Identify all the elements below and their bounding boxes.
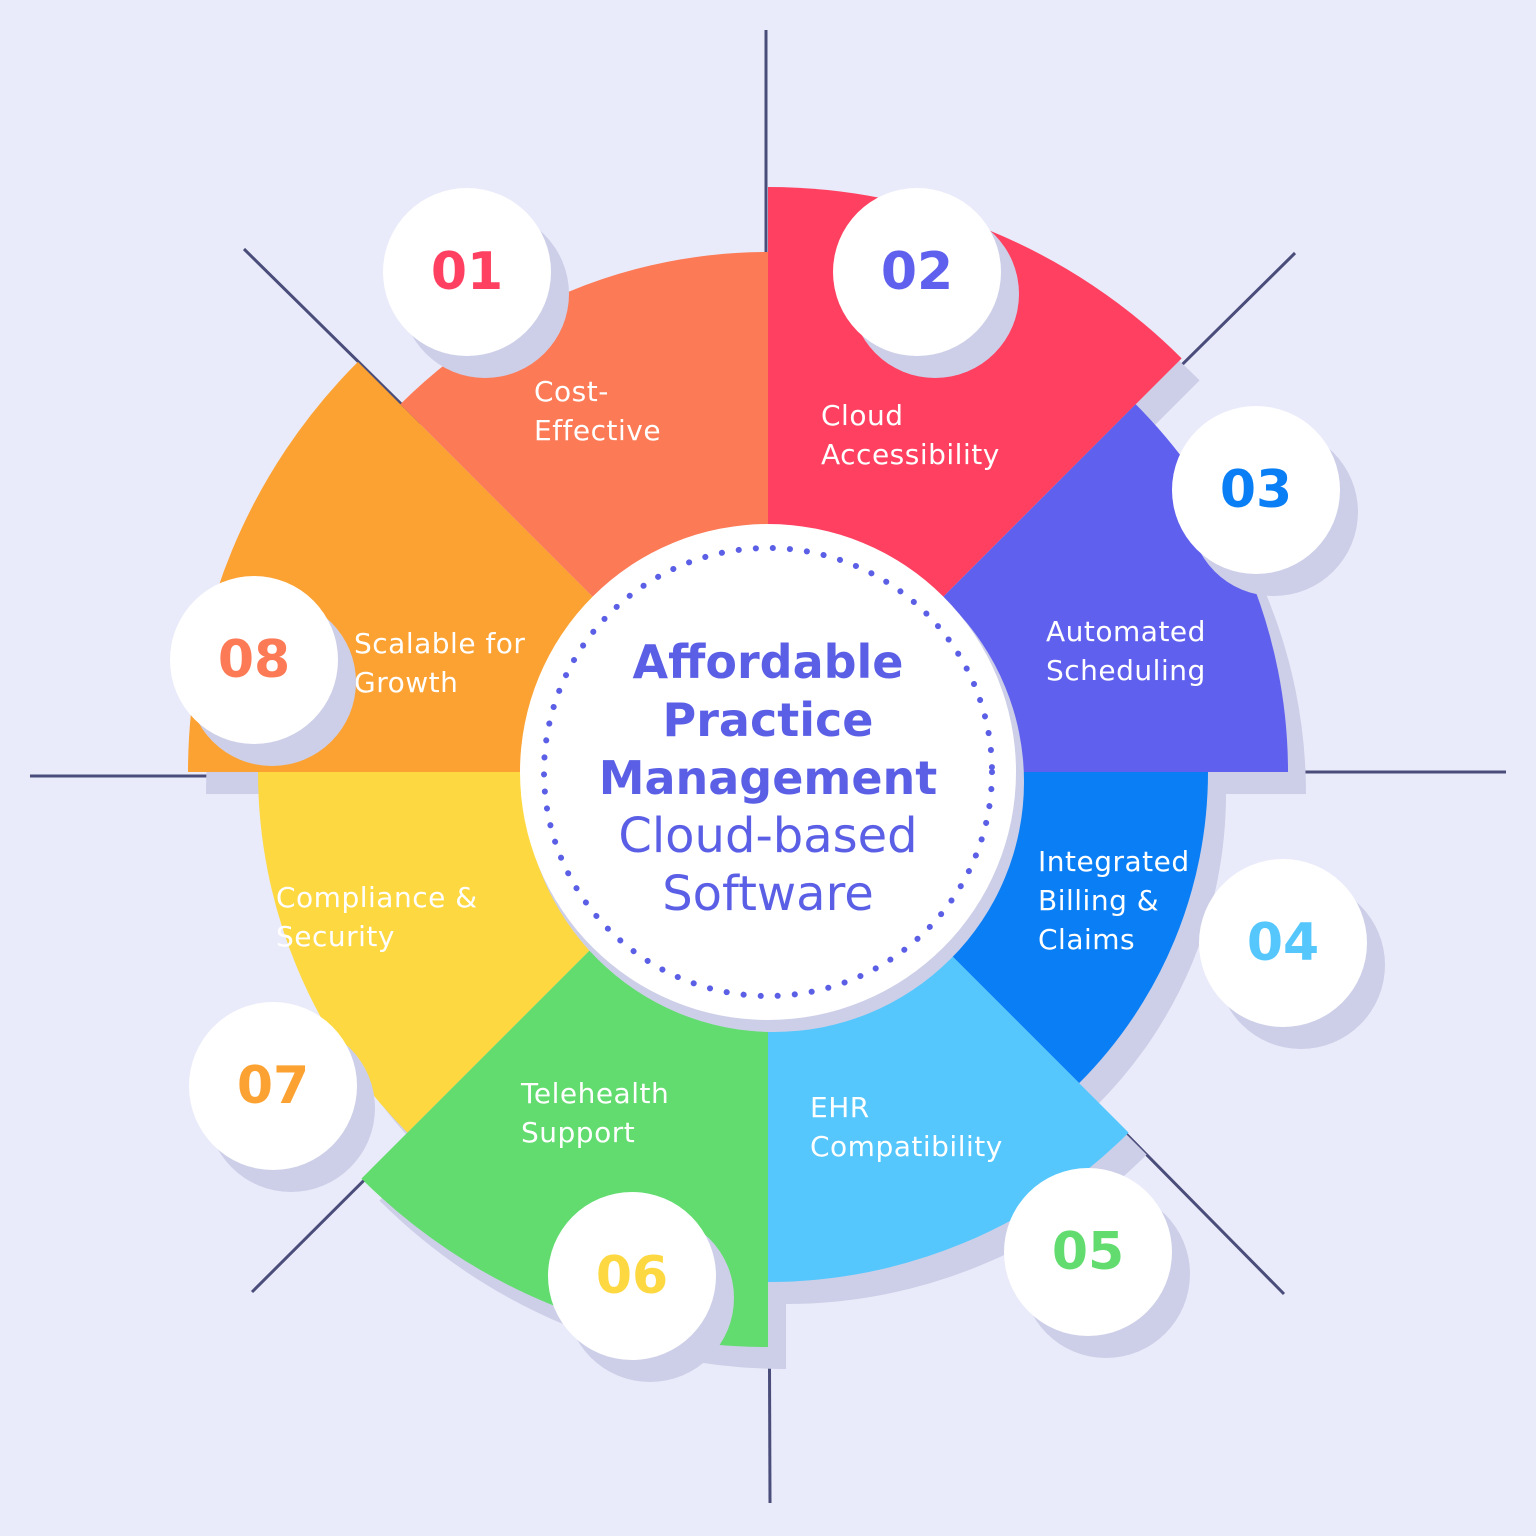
badge-number-07: 07 (237, 1056, 309, 1116)
segment-label-line: Telehealth (520, 1077, 669, 1110)
segment-label-line: Billing & (1038, 884, 1159, 917)
center-title-line-1: Affordable (632, 635, 903, 689)
badge-circle-07 (189, 1002, 357, 1170)
segment-label-line: Compatibility (810, 1130, 1003, 1163)
center-title-line-3: Management (599, 751, 938, 805)
badge-number-05: 05 (1052, 1222, 1124, 1282)
segment-label-line: Accessibility (821, 438, 1000, 471)
segment-label-01: Cost- Effective (534, 375, 661, 447)
number-badges: 01 02 03 04 05 06 07 08 (170, 188, 1385, 1382)
center-title-line-2: Practice (663, 693, 874, 747)
badge-circle-01 (383, 188, 551, 356)
segment-label-line: Scalable for (354, 627, 525, 660)
segment-label-line: EHR (810, 1091, 870, 1124)
badge-circle-03 (1172, 406, 1340, 574)
badge-number-02: 02 (881, 242, 953, 302)
segment-label-line: Support (521, 1116, 635, 1149)
segment-label-line: Cloud (821, 399, 903, 432)
center-hub-dotted-ring (541, 545, 995, 999)
segment-label-line: Claims (1038, 923, 1135, 956)
segment-label-line: Integrated (1038, 845, 1190, 878)
segment-label-line: Effective (534, 414, 661, 447)
segment-label-line: Growth (354, 666, 458, 699)
badge-number-04: 04 (1247, 913, 1319, 973)
segment-label-line: Compliance & (276, 881, 478, 914)
badge-circle-04 (1199, 859, 1367, 1027)
badge-circle-05 (1004, 1168, 1172, 1336)
center-hub-circle (520, 524, 1016, 1020)
center-subtitle-line-1: Cloud-based (618, 808, 917, 864)
center-subtitle-line-2: Software (662, 866, 874, 922)
segment-label-line: Scheduling (1046, 654, 1206, 687)
segment-label-line: Automated (1046, 615, 1206, 648)
segment-label-line: Security (276, 920, 395, 953)
badge-number-01: 01 (431, 242, 503, 302)
badge-circle-08 (170, 576, 338, 744)
badge-circle-02 (833, 188, 1001, 356)
badge-circle-06 (548, 1192, 716, 1360)
badge-number-08: 08 (218, 630, 290, 690)
center-hub: Affordable Practice Management Cloud-bas… (520, 524, 1024, 1032)
segment-label-line: Cost- (534, 375, 609, 408)
segment-label-07: Compliance & Security (276, 881, 478, 953)
badge-number-03: 03 (1220, 460, 1292, 520)
badge-number-06: 06 (596, 1246, 668, 1306)
segment-label-05: EHR Compatibility (810, 1091, 1003, 1163)
